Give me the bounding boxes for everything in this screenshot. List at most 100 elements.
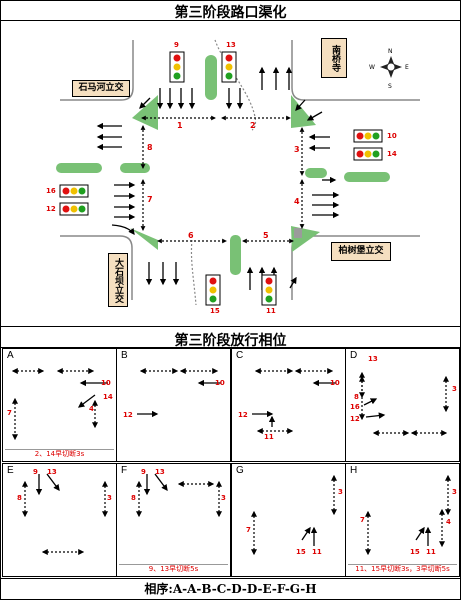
phase-cell: C 10 12 11 xyxy=(231,348,346,462)
divider xyxy=(1,20,460,21)
signal-head: 11 xyxy=(261,274,277,315)
phase-movement-label: 3 xyxy=(338,488,343,496)
phase-movement: 11 xyxy=(264,415,276,441)
phase-note: 2、14早切断3s xyxy=(34,450,85,458)
phase-movement: 15 xyxy=(296,526,311,556)
phase-movement-label: 3 xyxy=(221,494,226,502)
svg-text:N: N xyxy=(388,48,393,55)
svg-text:6: 6 xyxy=(188,231,194,240)
divider xyxy=(1,326,460,327)
svg-text:S: S xyxy=(388,83,392,90)
phase-movement: 13 xyxy=(46,468,60,492)
svg-text:3: 3 xyxy=(294,145,300,154)
svg-text:W: W xyxy=(369,64,375,71)
phase-movement: 9 xyxy=(33,468,43,496)
phase-movement: 3 xyxy=(443,375,457,413)
svg-text:7: 7 xyxy=(147,195,153,204)
phase-movement: 4 xyxy=(89,399,98,429)
phase-movement: 15 xyxy=(410,526,425,556)
phase-movement-label: 9 xyxy=(141,468,146,476)
compass-icon: N S E W xyxy=(369,48,409,90)
svg-text:15: 15 xyxy=(210,307,220,315)
svg-text:5: 5 xyxy=(263,231,269,240)
phase-movement-label: 7 xyxy=(7,409,12,417)
phase-diagram: 10 12 11 xyxy=(238,368,340,441)
phase-letter: G xyxy=(236,465,244,476)
phase-movement-label: 11 xyxy=(312,548,322,556)
phase-movement: 13 xyxy=(154,468,168,492)
phase-diagram: 10 14 4 7 xyxy=(7,368,113,441)
phase-movement-label: 8 xyxy=(17,494,22,502)
signal-head: 14 xyxy=(353,147,397,161)
road-label-west-north: 石马河立交 xyxy=(72,80,130,97)
phase-letter: B xyxy=(121,350,128,361)
phase-letter: E xyxy=(7,465,14,476)
phase-letter: A xyxy=(7,350,14,361)
phase-movement-label: 3 xyxy=(107,494,112,502)
crosswalk-numbers: 1 2 3 4 5 6 7 8 xyxy=(147,121,300,240)
svg-text:9: 9 xyxy=(174,41,179,49)
phase-movement: 11 xyxy=(424,526,436,556)
phase-movement: 3 xyxy=(331,474,343,516)
svg-text:13: 13 xyxy=(226,41,236,49)
phase-letter: H xyxy=(350,465,358,476)
intersection-plan: 1 2 3 4 5 6 7 8 xyxy=(46,39,420,315)
phase-movement: 9 xyxy=(141,468,151,496)
phase-movement-label: 10 xyxy=(215,379,225,387)
phase-movement-label: 16 xyxy=(350,403,360,411)
signal-head: 16 xyxy=(46,184,89,198)
signal-head: 10 xyxy=(353,129,397,143)
intersection-title: 第三阶段路口渠化 xyxy=(174,5,287,21)
phase-movement: 8 xyxy=(131,480,142,518)
signal-head: 15 xyxy=(205,274,221,315)
phase-letter: C xyxy=(236,350,244,361)
phase-movement: 7 xyxy=(7,397,18,441)
svg-text:1: 1 xyxy=(177,121,183,130)
phase-movement: 3 xyxy=(445,474,457,516)
phase-movement-label: 10 xyxy=(330,379,340,387)
signal-head: 9 xyxy=(169,41,185,83)
phase-diagram: 9 13 8 3 xyxy=(17,468,112,555)
phase-movement: 11 xyxy=(310,526,322,556)
phase-cell: A 10 14 4 7 2、14早切断3s xyxy=(2,348,117,462)
phase-movement-label: 3 xyxy=(452,385,457,393)
phase-movement: 12 xyxy=(350,412,386,423)
phase-movement: 10 xyxy=(312,379,340,387)
phase-movement: 4 xyxy=(439,508,451,548)
svg-text:10: 10 xyxy=(387,132,397,140)
phase-title: 第三阶段放行相位 xyxy=(174,333,287,349)
svg-text:8: 8 xyxy=(147,143,153,152)
phase-movement-label: 8 xyxy=(131,494,136,502)
signal-head: 13 xyxy=(221,41,237,83)
phase-movement-label: 13 xyxy=(47,468,57,476)
phase-movement-label: 4 xyxy=(89,405,94,413)
divider xyxy=(1,347,460,348)
phase-movement: 3 xyxy=(102,480,112,518)
turn-arrows xyxy=(111,97,337,289)
phase-movement-label: 12 xyxy=(238,411,248,419)
phase-movement-label: 10 xyxy=(101,379,111,387)
phase-movement-label: 11 xyxy=(264,433,274,441)
phase-movement: 14 xyxy=(77,393,113,408)
phase-letter: D xyxy=(350,350,358,361)
phase-movement: 10 xyxy=(197,379,225,387)
note-divider xyxy=(5,449,114,450)
svg-text:2: 2 xyxy=(250,121,256,130)
phase-movement: 12 xyxy=(123,410,159,419)
note-divider xyxy=(348,564,457,565)
phase-movement-label: 12 xyxy=(350,415,360,423)
phase-movement-label: 9 xyxy=(33,468,38,476)
lane-arrows xyxy=(96,66,340,290)
svg-text:4: 4 xyxy=(294,197,300,206)
phase-cell: E 9 13 8 3 xyxy=(2,463,117,577)
phase-movement-label: 13 xyxy=(155,468,165,476)
phase-movement-label: 14 xyxy=(103,393,113,401)
phase-movement: 3 xyxy=(216,480,226,518)
phase-movement: 16 xyxy=(350,398,378,411)
road-label-north-east: 南桥寺 xyxy=(321,38,347,78)
phase-movement: 8 xyxy=(17,480,28,518)
phase-diagram: 9 13 8 3 xyxy=(131,468,226,518)
